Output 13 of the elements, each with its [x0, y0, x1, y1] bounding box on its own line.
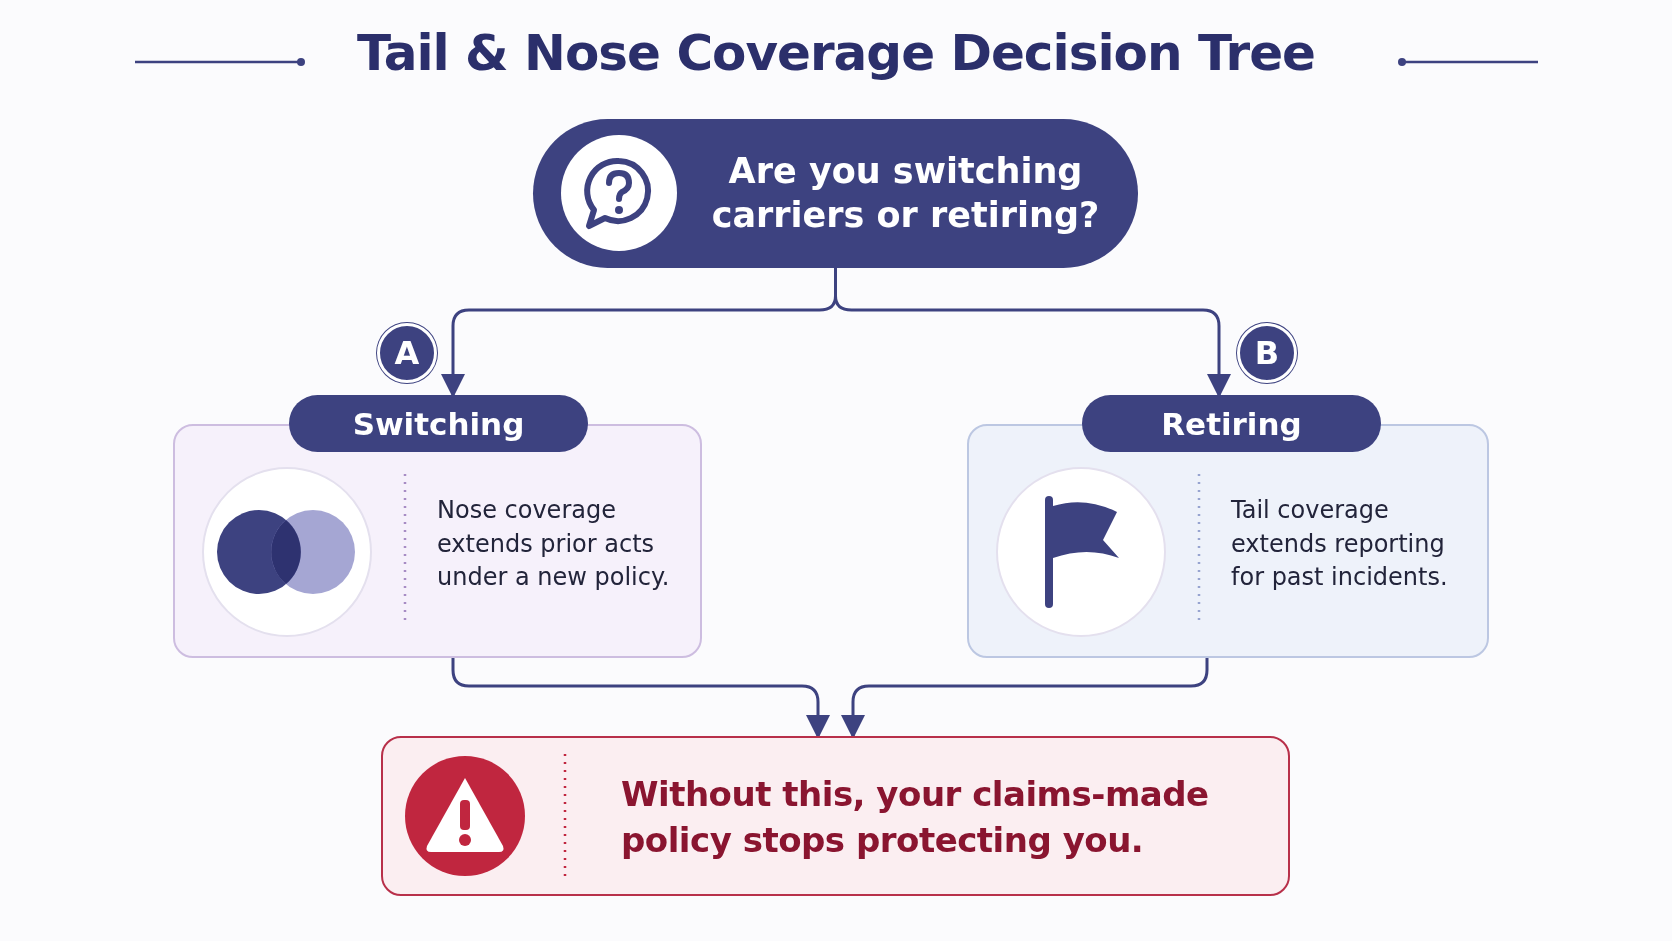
arrow: [834, 268, 1231, 398]
description-text: Tail coverage extends reporting for past incidents.: [1231, 495, 1449, 594]
warning-box: [381, 736, 1290, 896]
diagram-title: Tail & Nose Coverage Decision Tree: [356, 24, 1316, 82]
option-header: Switching: [289, 395, 588, 452]
option-header: Retiring: [1082, 395, 1381, 452]
option-badge: B: [1237, 323, 1297, 383]
description-text: Nose coverage extends prior acts under a new policy.: [437, 495, 671, 594]
arrow: [841, 658, 1209, 739]
warning-text: Without this, your claims-made policy stops protecting you.: [621, 773, 1210, 862]
option-badge: A: [377, 323, 437, 383]
question-text: Are you switching carriers or retiring?: [710, 149, 1101, 237]
arrow: [451, 658, 830, 739]
